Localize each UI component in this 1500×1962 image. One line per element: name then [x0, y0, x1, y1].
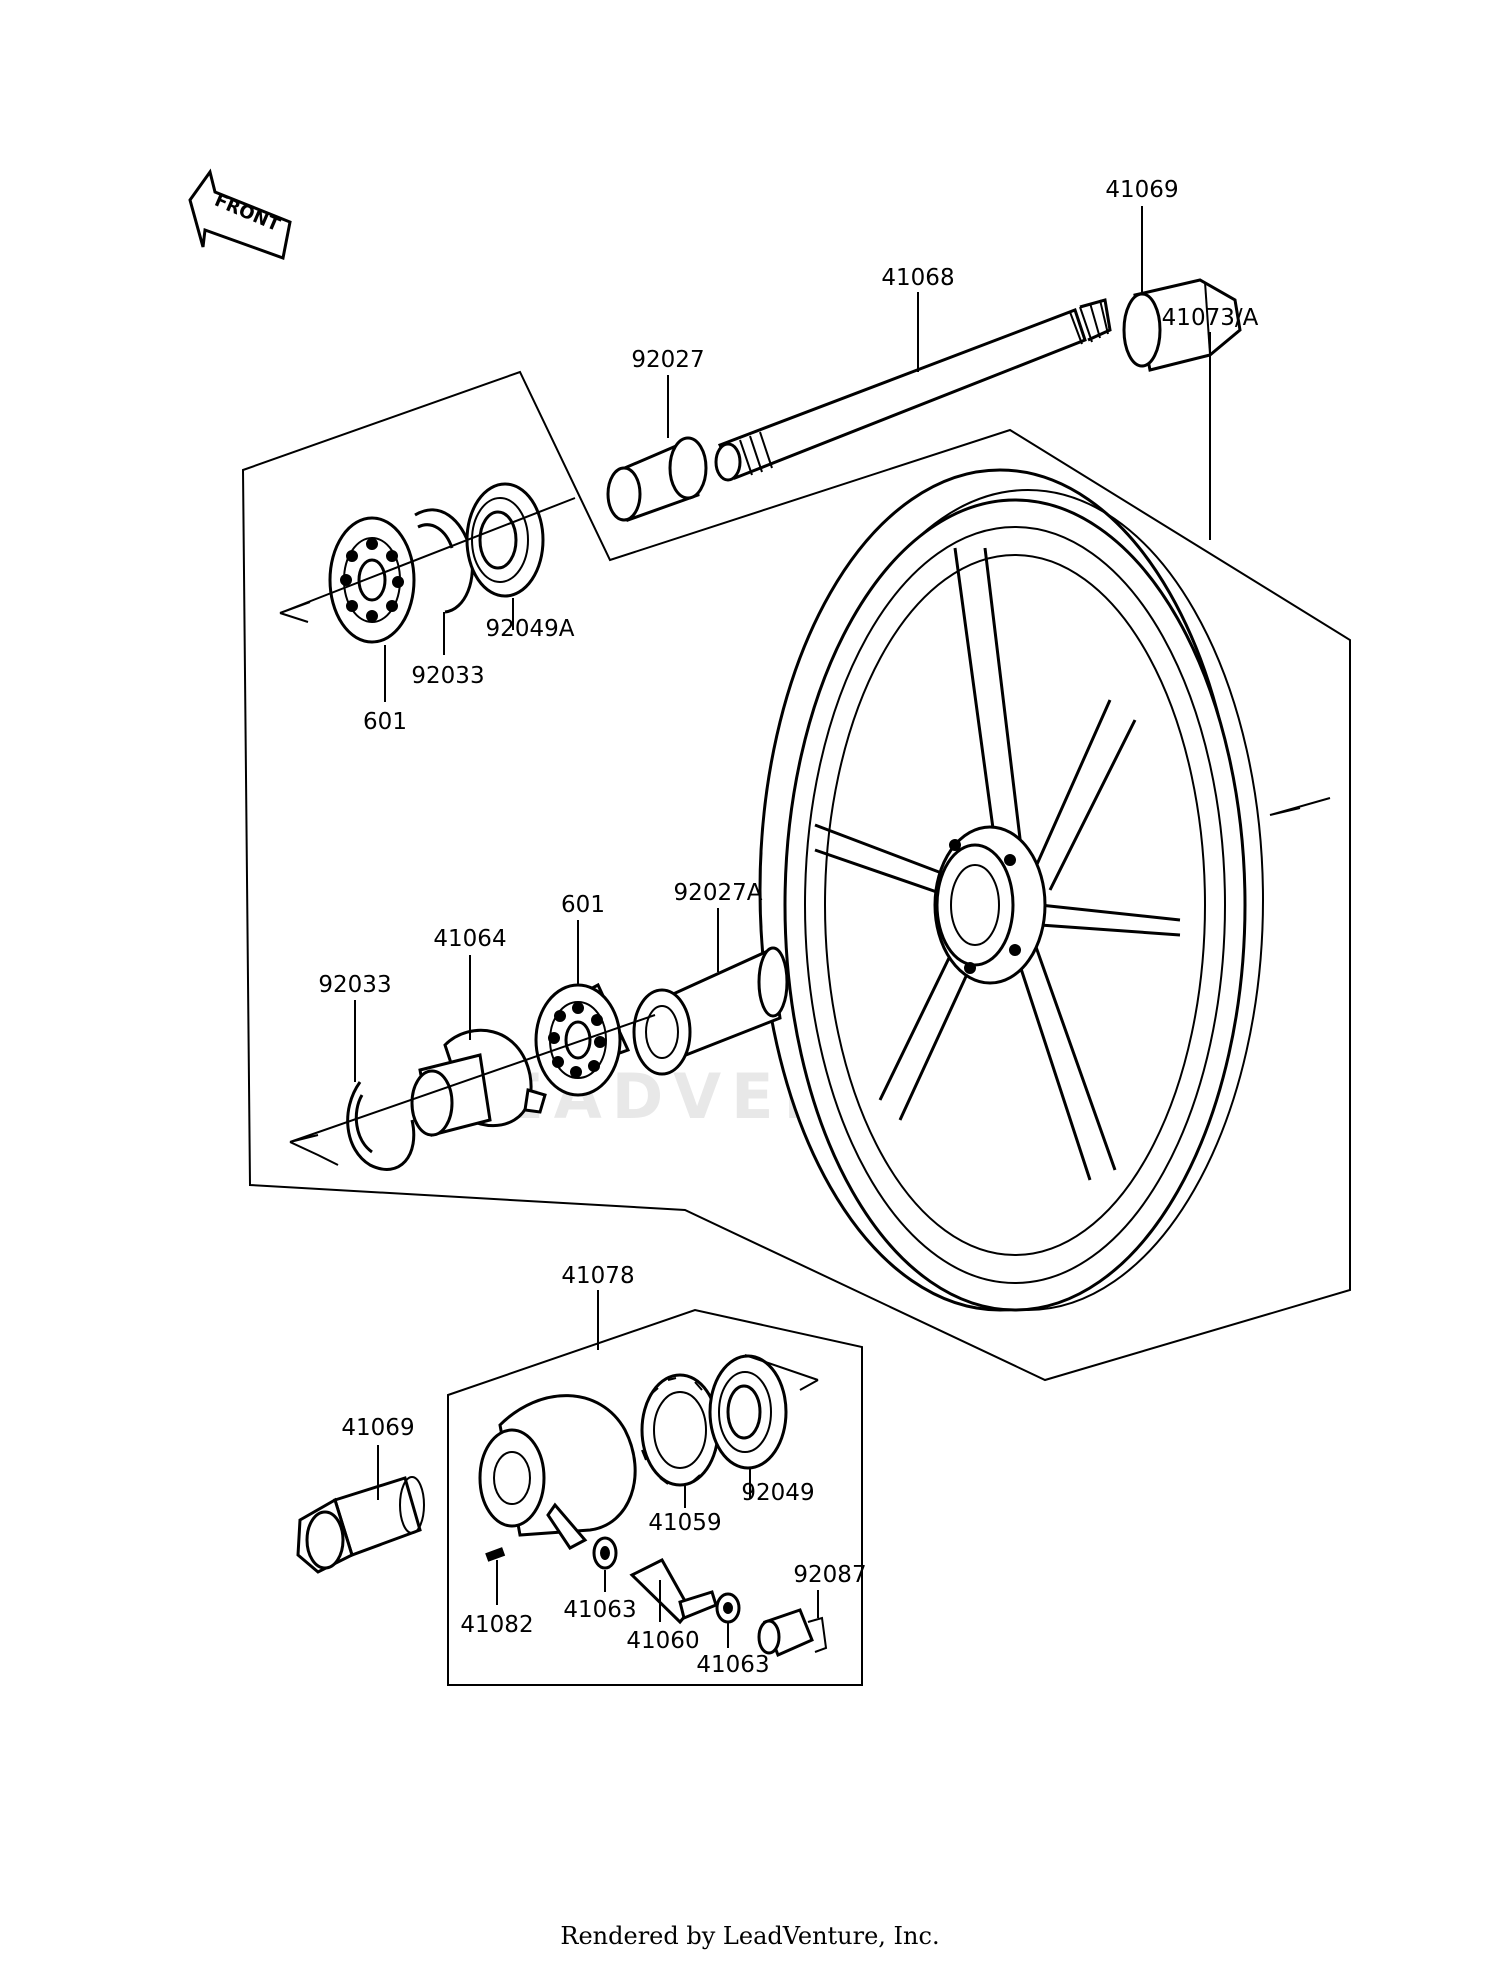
- callout-601-mid: 601: [561, 892, 605, 918]
- axis-arrow-wheel: [1269, 797, 1331, 816]
- leader-lines: [354, 206, 1211, 1648]
- callout-41073A: 41073/A: [1162, 305, 1259, 331]
- callout-41082: 41082: [460, 1612, 533, 1638]
- callout-41078: 41078: [561, 1263, 634, 1289]
- axle-nut-top: [1122, 278, 1242, 372]
- callout-41063-b: 41063: [696, 1652, 769, 1678]
- front-direction-arrow: FRONT: [188, 168, 292, 261]
- gear-housing-outline: [447, 1308, 863, 1686]
- oil-seal-92049: [708, 1354, 788, 1470]
- upper-assembly-outline: [241, 370, 1351, 1382]
- pin-41082: [485, 1547, 506, 1562]
- washer-41063-a: [592, 1536, 618, 1570]
- axis-line-gear: [744, 1354, 819, 1391]
- gear-housing-body: [478, 1394, 637, 1550]
- callout-41068: 41068: [881, 265, 954, 291]
- cover-41064: [410, 1028, 547, 1137]
- axis-line-top: [279, 497, 576, 623]
- callout-41069-bottom: 41069: [341, 1415, 414, 1441]
- callout-92027A: 92027A: [674, 880, 763, 906]
- callout-92033-top: 92033: [411, 663, 484, 689]
- collar-92027A: [632, 946, 789, 1076]
- callout-41069-top: 41069: [1105, 177, 1178, 203]
- callout-92049: 92049: [741, 1480, 814, 1506]
- callout-601-top: 601: [363, 709, 407, 735]
- callout-41064: 41064: [433, 926, 506, 952]
- axle-nut-bottom: [296, 1476, 425, 1574]
- axis-line-mid: [289, 1014, 656, 1166]
- drive-gear-41059: [640, 1373, 720, 1487]
- callout-41060: 41060: [626, 1628, 699, 1654]
- callout-92033-mid: 92033: [318, 972, 391, 998]
- axle-shaft: [714, 298, 1112, 482]
- circlip-92033-top: [414, 508, 474, 614]
- fitting-92087: [757, 1608, 828, 1658]
- wheel-rim: [758, 468, 1264, 1312]
- callout-92027: 92027: [631, 347, 704, 373]
- oil-seal-92049A: [465, 482, 545, 598]
- washer-41063-b: [715, 1592, 741, 1624]
- pinion-41060: [629, 1558, 718, 1625]
- callout-92049A: 92049A: [486, 616, 575, 642]
- callout-41063-a: 41063: [563, 1597, 636, 1623]
- circlip-92033-mid: [346, 1081, 416, 1171]
- bearing-601-mid: [534, 982, 631, 1097]
- footer-credit: Rendered by LeadVenture, Inc.: [560, 1922, 940, 1950]
- callout-92087: 92087: [793, 1562, 866, 1588]
- bearing-601-top: [328, 516, 416, 644]
- collar-92027: [606, 436, 708, 523]
- callout-41059: 41059: [648, 1510, 721, 1536]
